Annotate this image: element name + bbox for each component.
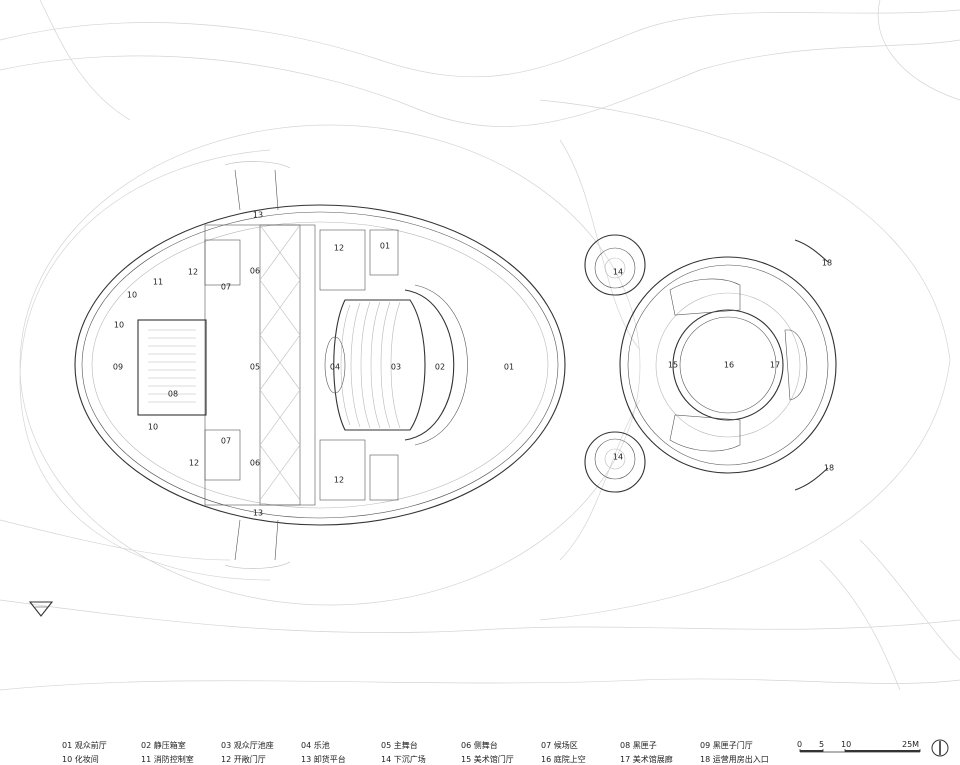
legend-item: 06 侧舞台 [461,741,498,750]
museum-building [619,239,837,491]
legend-item: 17 美术馆展廊 [620,755,673,764]
label-13: 13 [253,211,263,220]
scale-tick-25: 25M [902,740,920,749]
legend-item: 10 化妆间 [62,755,99,764]
legend-item: 11 消防控制室 [141,755,194,764]
label-04: 04 [330,363,340,372]
label-10: 10 [114,321,124,330]
scale-graphic [799,739,949,757]
label-14: 14 [613,268,623,277]
floor-plan: 01 01 02 03 04 05 06 06 07 07 08 09 10 1… [0,0,960,691]
label-02: 02 [435,363,445,372]
label-03: 03 [391,363,401,372]
label-12: 12 [189,459,199,468]
legend-item: 09 黑匣子门厅 [700,741,753,750]
label-16: 16 [724,361,734,370]
label-08: 08 [168,390,178,399]
label-06: 06 [250,459,260,468]
label-10: 10 [148,423,158,432]
label-17: 17 [770,361,780,370]
legend-item: 18 运营用房出入口 [700,755,769,764]
scale-tick-0: 0 [797,740,803,749]
label-01: 01 [380,242,390,251]
label-06: 06 [250,267,260,276]
theatre-building [74,161,566,569]
label-05: 05 [250,363,260,372]
legend-item: 02 静压箱室 [141,741,186,750]
legend-item: 05 主舞台 [381,741,418,750]
legend-item: 04 乐池 [301,741,330,750]
site-context [0,0,960,691]
entrance-marker [28,601,54,617]
label-10: 10 [127,291,137,300]
label-09: 09 [113,363,123,372]
label-14: 14 [613,453,623,462]
legend-item: 13 卸货平台 [301,755,346,764]
legend-item: 03 观众厅池座 [221,741,274,750]
label-11: 11 [153,278,163,287]
sunken-plazas [584,234,646,493]
label-12: 12 [188,268,198,277]
legend-item: 16 庭院上空 [541,755,586,764]
label-01: 01 [504,363,514,372]
label-12: 12 [334,244,344,253]
north-arrow-icon [931,739,949,757]
legend-item: 07 候场区 [541,741,578,750]
legend-item: 14 下沉广场 [381,755,426,764]
legend-item: 08 黑匣子 [620,741,657,750]
scale-tick-5: 5 [819,740,825,749]
room-labels: 01 01 02 03 04 05 06 06 07 07 08 09 10 1… [113,211,834,518]
legend-item: 12 开敞门厅 [221,755,266,764]
label-13: 13 [253,509,263,518]
label-18: 18 [824,464,834,473]
label-07: 07 [221,437,231,446]
legend-item: 01 观众前厅 [62,741,107,750]
label-07: 07 [221,283,231,292]
label-15: 15 [668,361,678,370]
legend: 01 观众前厅 02 静压箱室 03 观众厅池座 04 乐池 05 主舞台 06… [0,740,790,765]
label-12: 12 [334,476,344,485]
scale-bar: 0 5 10 25M [795,738,955,762]
scale-tick-10: 10 [841,740,852,749]
label-18: 18 [822,259,832,268]
legend-item: 15 美术馆门厅 [461,755,514,764]
